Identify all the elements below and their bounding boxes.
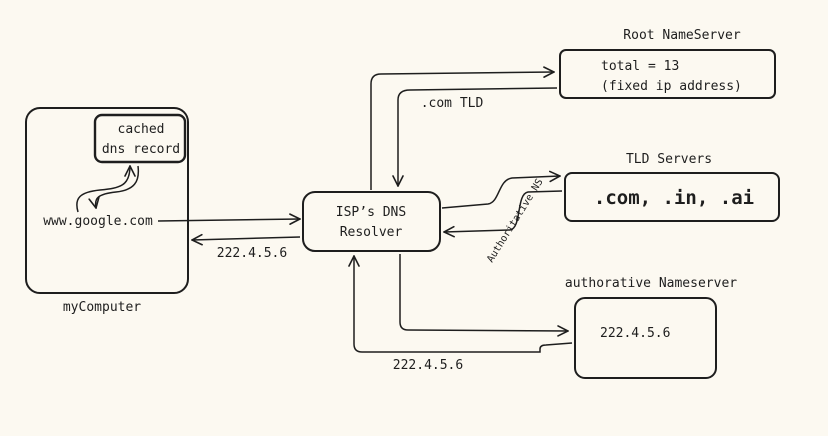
my-computer-label: myComputer xyxy=(63,300,141,315)
cache-return-arrow xyxy=(96,165,140,208)
query-arrow xyxy=(157,219,300,221)
my-computer-box xyxy=(25,107,189,294)
authoritative-ip: 222.4.5.6 xyxy=(600,326,670,341)
cache-box xyxy=(93,113,187,164)
root-response-label: .com TLD xyxy=(421,96,484,111)
cache-label-line2: dns record xyxy=(102,142,180,157)
authoritative-title: authorative Nameserver xyxy=(565,276,737,291)
resolver-label-line2: Resolver xyxy=(340,225,403,240)
root-server-title: Root NameServer xyxy=(623,28,741,43)
tld-servers-title: TLD Servers xyxy=(626,152,712,167)
query-domain: www.google.com xyxy=(43,214,153,229)
cache-label-line1: cached xyxy=(118,122,165,137)
tld-servers-box xyxy=(564,172,780,222)
resolver-box xyxy=(302,191,441,252)
resolver-to-authoritative-arrow xyxy=(399,254,568,331)
cache-lookup-arrow xyxy=(76,166,130,213)
root-to-resolver-arrow xyxy=(398,87,558,186)
resolver-to-tld-arrow xyxy=(441,176,560,209)
tld-response-label: Authoritative NS xyxy=(485,177,545,265)
resolver-to-root-arrow xyxy=(370,72,554,190)
root-server-line2: (fixed ip address) xyxy=(601,79,742,94)
root-server-line1: total = 13 xyxy=(601,59,679,74)
authoritative-response-label: 222.4.5.6 xyxy=(393,358,463,373)
tld-to-resolver-arrow xyxy=(444,190,563,232)
authoritative-to-resolver-arrow xyxy=(354,256,573,353)
root-server-box xyxy=(559,49,776,99)
answer-ip-label: 222.4.5.6 xyxy=(217,246,287,261)
answer-arrow xyxy=(192,237,301,240)
resolver-label-line1: ISP’s DNS xyxy=(336,205,406,220)
tld-servers-list: .com, .in, .ai xyxy=(594,187,754,209)
authoritative-box xyxy=(574,297,717,379)
